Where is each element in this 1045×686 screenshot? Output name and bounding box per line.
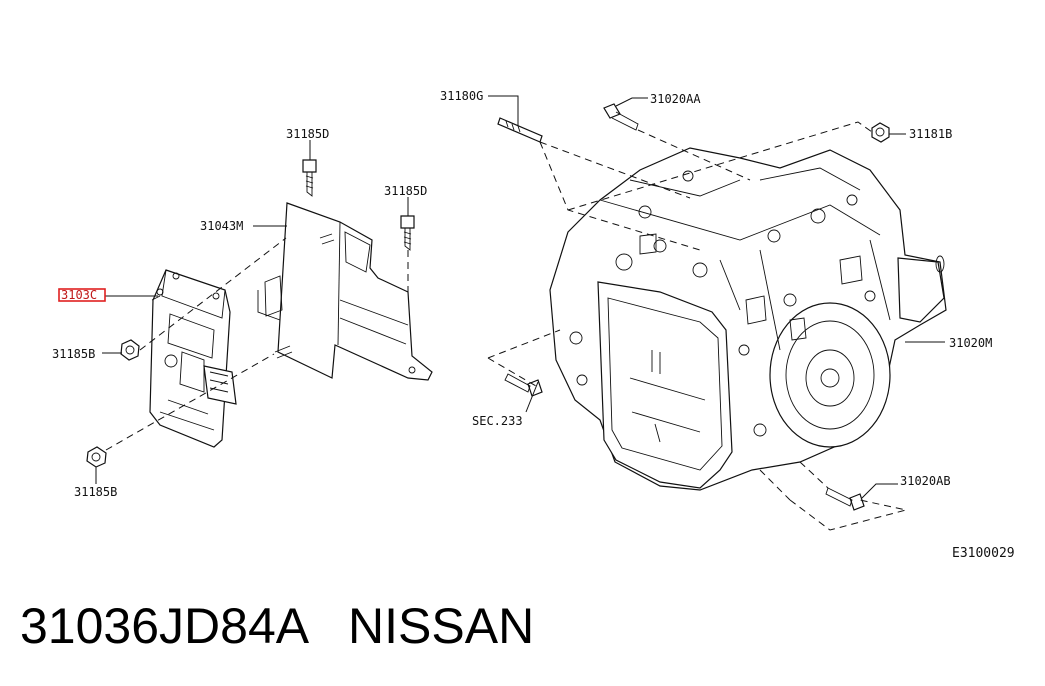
leader-lines-right	[487, 95, 945, 531]
nut-31185b-lower	[86, 446, 107, 468]
label-31020m: 31020M	[949, 336, 992, 350]
label-31185b-upper: 31185B	[52, 347, 95, 361]
bolt-31020aa	[603, 103, 639, 131]
bolt-sec233	[504, 373, 543, 397]
nut-31181b	[871, 122, 890, 143]
label-31043m: 31043M	[200, 219, 243, 233]
bracket-31043m	[257, 202, 433, 381]
label-sec233: SEC.233	[472, 414, 523, 428]
bolt-31185d-lower	[400, 215, 415, 251]
label-31036: 3103C	[61, 288, 97, 302]
label-31185d-upper: 31185D	[286, 127, 329, 141]
parts-exploded-diagram: 31185D 31185D 31043M 3103C 31185B 31185B…	[52, 89, 1015, 561]
transmission-31020m	[549, 147, 947, 491]
label-31185b-lower: 31185B	[74, 485, 117, 499]
nut-31185b-upper	[120, 339, 140, 361]
label-31180g: 31180G	[440, 89, 483, 103]
label-31020aa: 31020AA	[650, 92, 701, 106]
highlight-box	[58, 288, 106, 302]
brand-name: NISSAN	[348, 598, 535, 654]
part-number: 31036JD84A	[20, 598, 307, 654]
diagram-id: E3100029	[952, 546, 1015, 561]
bolt-31185d-upper	[302, 159, 317, 197]
label-31020ab: 31020AB	[900, 474, 951, 488]
caption: 31036JD84A NISSAN	[20, 596, 534, 656]
bolt-31020ab	[825, 487, 865, 511]
leader-lines-left	[95, 140, 409, 484]
control-unit-31036	[149, 269, 237, 448]
label-31181b: 31181B	[909, 127, 952, 141]
label-31185d-lower: 31185D	[384, 184, 427, 198]
stud-bolt-31180g	[497, 117, 543, 143]
